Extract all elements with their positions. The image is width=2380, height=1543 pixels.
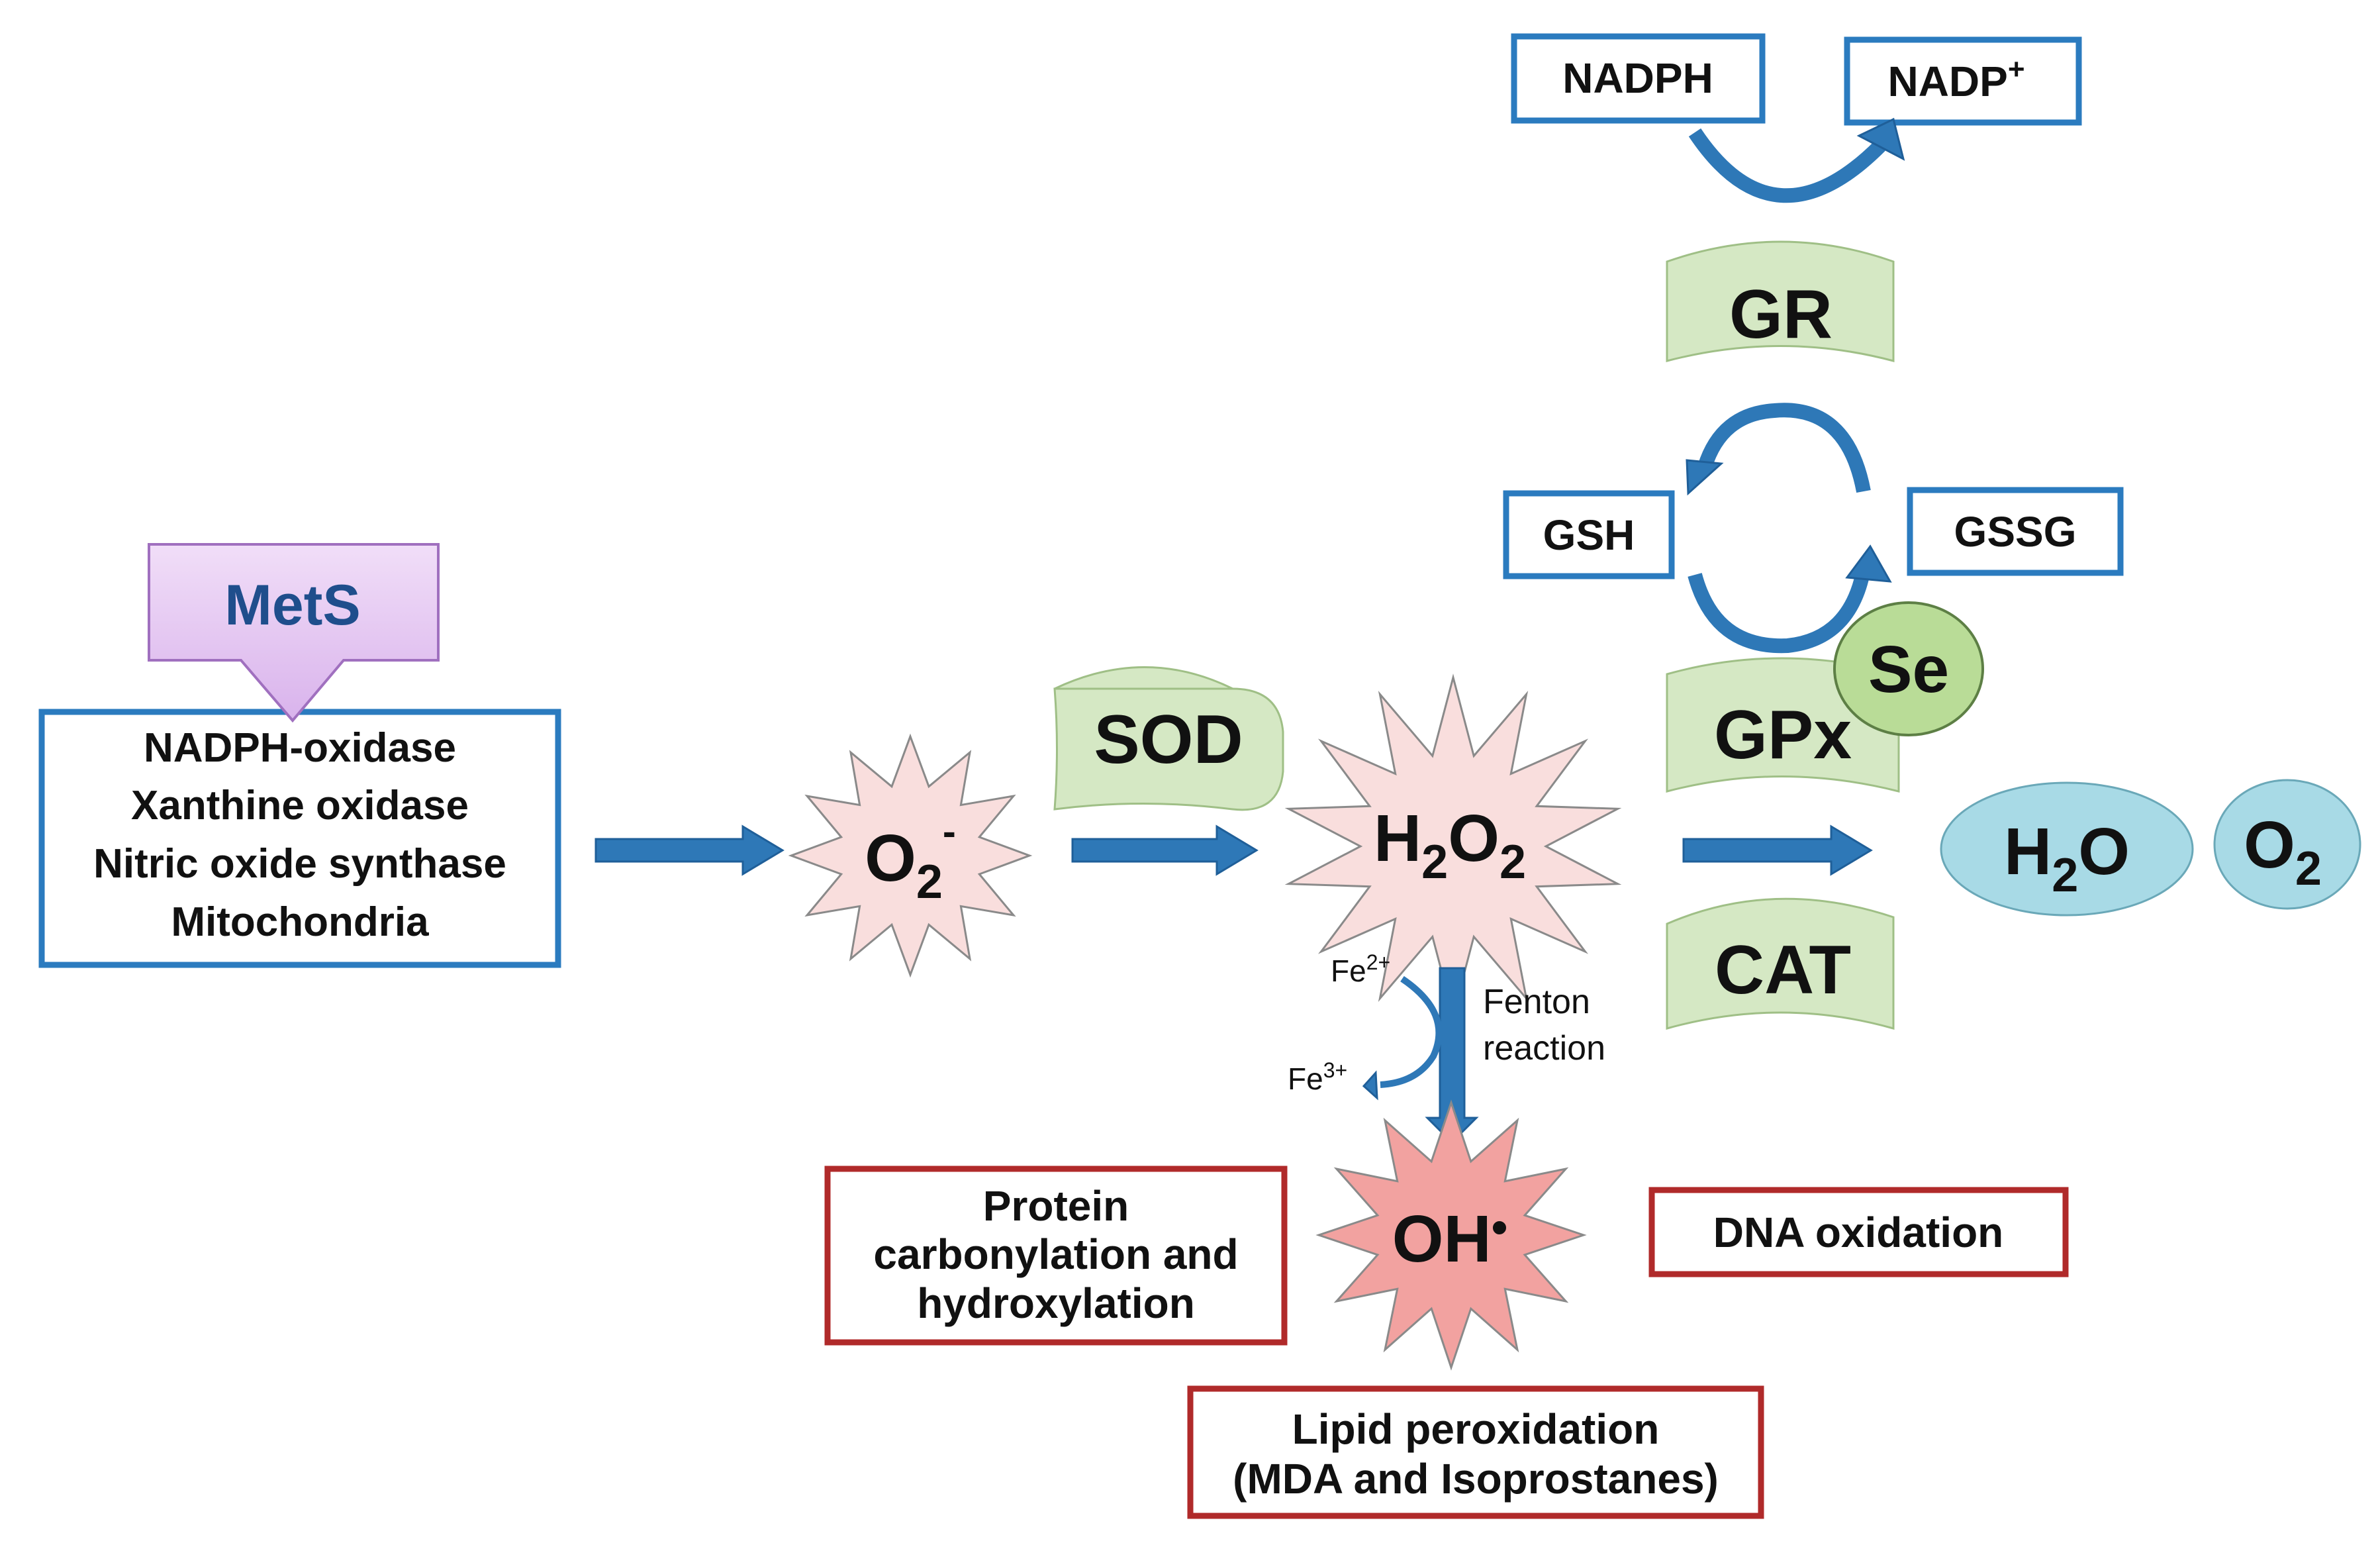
protein-damage-line: Protein: [983, 1182, 1129, 1230]
protein-damage-box: [824, 1166, 1288, 1346]
dna-oxidation-label: DNA oxidation: [1713, 1209, 2004, 1256]
superoxide-star: [788, 733, 1033, 978]
hydrogen-peroxide-label: H2O2: [1374, 801, 1526, 889]
fenton-label-line1: Fenton: [1483, 983, 1590, 1021]
fe-conversion-arrowhead: [1362, 1070, 1378, 1101]
lipid-peroxidation-box: [1187, 1385, 1764, 1519]
gssg-box: [1907, 487, 2124, 576]
gr-label: GR: [1729, 276, 1833, 353]
gpx-label: GPx: [1714, 697, 1852, 773]
nadph-label: NADPH: [1562, 54, 1713, 102]
gr-enzyme-shape: [1666, 240, 1895, 362]
source-item: Nitric oxide synthase: [93, 841, 506, 887]
mets-label: MetS: [224, 573, 360, 637]
nadp-box: [1844, 36, 2082, 126]
water-label: H2O: [2004, 815, 2130, 902]
water-oval: [1940, 781, 2194, 917]
oxygen-oval: [2213, 779, 2361, 910]
gsh-to-gssg-arrowhead: [1845, 544, 1892, 583]
gsh-box: [1503, 490, 1675, 579]
arrow-sources-to-superoxide: [595, 824, 785, 876]
superoxide-label: O2-: [865, 809, 956, 909]
arrow-peroxide-to-products: [1682, 824, 1873, 876]
nadp-label: NADP+: [1887, 53, 2024, 105]
sources-list: NADPH-oxidase Xanthine oxidase Nitric ox…: [93, 725, 506, 945]
lipid-peroxidation-line: Lipid peroxidation: [1292, 1405, 1660, 1453]
nadph-to-nadp-curve: [1688, 128, 1885, 203]
nadph-box: [1511, 33, 1766, 124]
fenton-label-line2: reaction: [1483, 1029, 1605, 1068]
cat-enzyme-shape: [1666, 897, 1895, 1030]
selenium-label: Se: [1868, 632, 1949, 707]
arrow-fenton-down: [1425, 967, 1479, 1144]
source-item: Mitochondria: [171, 899, 429, 945]
gssg-to-gsh-curve: [1697, 403, 1871, 493]
arrow-superoxide-to-peroxide: [1071, 824, 1259, 876]
source-item: Xanthine oxidase: [131, 783, 469, 828]
lipid-peroxidation-line: (MDA and Isoprostanes): [1233, 1455, 1719, 1503]
mets-callout-arrow: [148, 543, 440, 723]
gsh-to-gssg-curve: [1688, 568, 1871, 654]
selenium-circle: [1833, 601, 1984, 736]
fe-conversion-curve: [1380, 975, 1443, 1088]
oxygen-label: O2: [2244, 808, 2322, 895]
cat-label: CAT: [1715, 932, 1851, 1009]
sod-enzyme-cap: [1054, 666, 1233, 690]
sod-enzyme-shape: [1053, 687, 1284, 811]
dna-oxidation-box: [1648, 1187, 2069, 1277]
fe3-label: Fe3+: [1288, 1058, 1347, 1096]
fe2-label: Fe2+: [1331, 950, 1390, 988]
gssg-label: GSSG: [1954, 508, 2077, 556]
hydroxyl-radical-star: [1315, 1099, 1587, 1371]
source-item: NADPH-oxidase: [144, 725, 456, 771]
protein-damage-line: hydroxylation: [917, 1279, 1195, 1327]
sod-label: SOD: [1094, 701, 1243, 778]
hydroxyl-radical-label: OH•: [1392, 1201, 1508, 1276]
ros-sources-box: [38, 709, 561, 968]
gsh-label: GSH: [1543, 511, 1635, 559]
gssg-to-gsh-arrowhead: [1686, 459, 1724, 496]
protein-damage-line: carbonylation and: [873, 1230, 1238, 1278]
nadph-to-nadp-arrowhead: [1856, 117, 1905, 161]
